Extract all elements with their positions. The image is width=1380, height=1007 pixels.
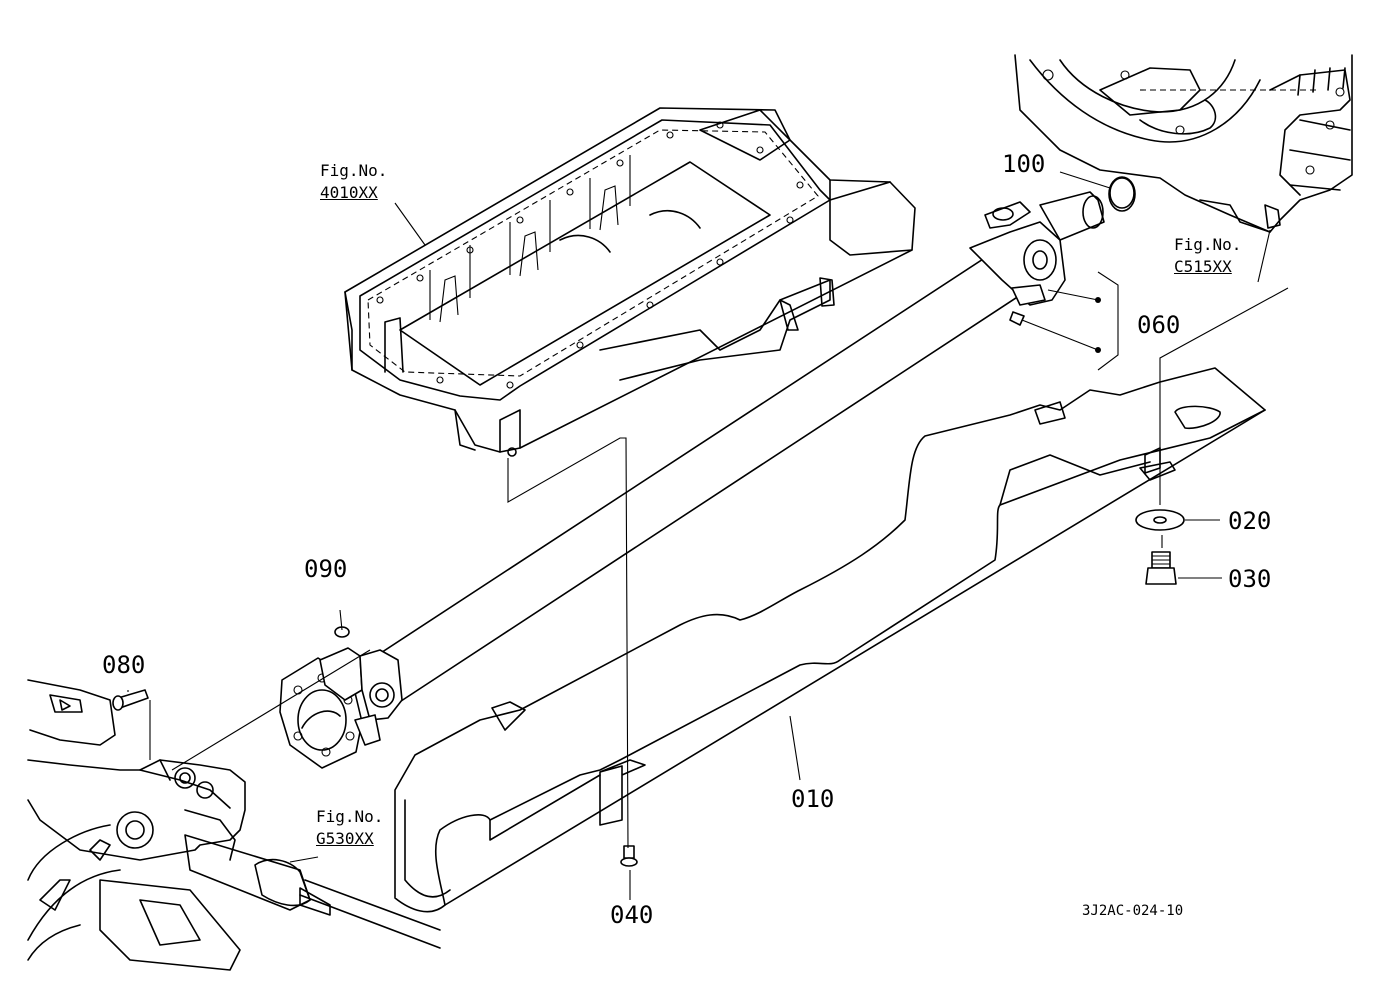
callout-080: 080 [102,651,146,679]
oil-pan-drawing [344,107,916,457]
callout-030: 030 [1228,565,1272,593]
transmission-housing-drawing [1014,54,1353,233]
leader-dot [1095,347,1101,353]
drawing-code: 3J2AC-024-10 [1082,903,1184,919]
callout-010: 010 [791,785,835,813]
fig-ref-oil-pan: Fig.No. 4010XX [320,160,387,204]
drive-shaft-drawing [279,177,1135,769]
fig-ref-front-axle: Fig.No. G530XX [316,806,383,850]
leader-lines [127,171,1289,900]
washer-020-drawing [1135,509,1185,531]
leader-dot [1095,297,1101,303]
fig-ref-prefix: Fig.No. [1174,235,1242,254]
fig-ref-code: G530XX [316,829,374,848]
callout-090: 090 [304,555,348,583]
fig-ref-prefix: Fig.No. [320,161,388,180]
callout-060: 060 [1137,311,1181,339]
callout-100: 100 [1002,150,1046,178]
bolt-080-drawing [112,689,149,711]
callout-040: 040 [610,901,654,929]
fig-ref-code: C515XX [1174,257,1232,276]
front-axle-drawing [27,679,441,971]
fig-ref-transmission: Fig.No. C515XX [1174,234,1241,278]
bolt-030-drawing [1145,551,1177,585]
fig-ref-code: 4010XX [320,183,378,202]
shaft-shield-drawing [394,367,1266,913]
o-ring-100-drawing [1108,176,1136,212]
bolt-040-drawing [620,845,638,867]
fig-ref-prefix: Fig.No. [316,807,384,826]
callout-020: 020 [1228,507,1272,535]
